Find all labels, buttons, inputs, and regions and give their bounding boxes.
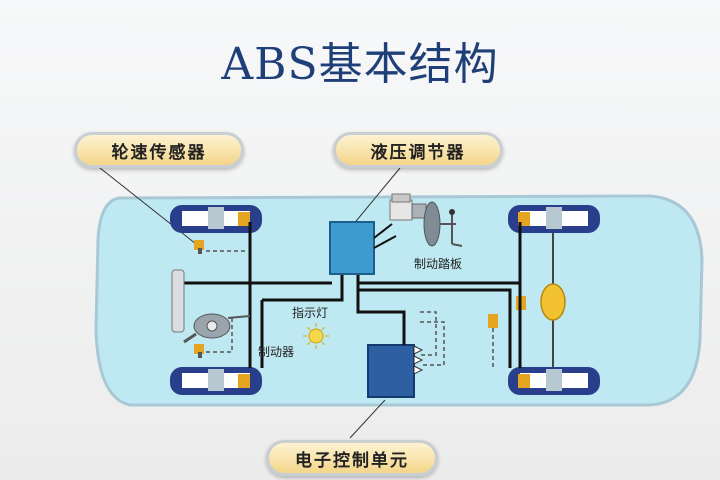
wheel-front-right: [508, 205, 600, 233]
leader-modulator: [351, 167, 401, 227]
wheel-sensor-icon: [194, 344, 204, 358]
wheel-rear-left: [170, 367, 262, 395]
car-body: [94, 194, 704, 407]
steering-wheel: [171, 269, 185, 333]
callout-wheel-speed-sensor: 轮速传感器: [74, 132, 244, 168]
ecu-wire: [356, 275, 406, 345]
indicator-light-icon: [303, 323, 329, 349]
wheel-sensor-icon: [488, 314, 498, 328]
indicator-light-label: 指示灯: [292, 305, 328, 320]
brake-label: 制动器: [258, 345, 294, 359]
wheel-front-left: [170, 205, 262, 233]
sensor-wire-dashed: [206, 318, 233, 353]
sensor-wire-dashed: [420, 311, 437, 356]
leader-ecu: [349, 399, 386, 439]
brake-pedal-icon: [183, 313, 251, 344]
differential: [540, 283, 566, 321]
wheel-rear-right: [508, 367, 600, 395]
hydraulic-modulator: [329, 221, 375, 275]
wheel-sensor-icon: [194, 240, 204, 254]
callout-hydraulic-modulator: 液压调节器: [333, 132, 503, 168]
callout-ecu: 电子控制单元: [266, 440, 438, 476]
sensor-wire-dashed: [420, 321, 445, 366]
page-title: ABS基本结构: [221, 39, 499, 90]
master-cylinder-icon: [389, 193, 463, 247]
ecu-connector: [413, 345, 424, 375]
brake-pedal-label: 制动踏板: [414, 257, 462, 271]
electronic-control-unit: [367, 344, 415, 398]
